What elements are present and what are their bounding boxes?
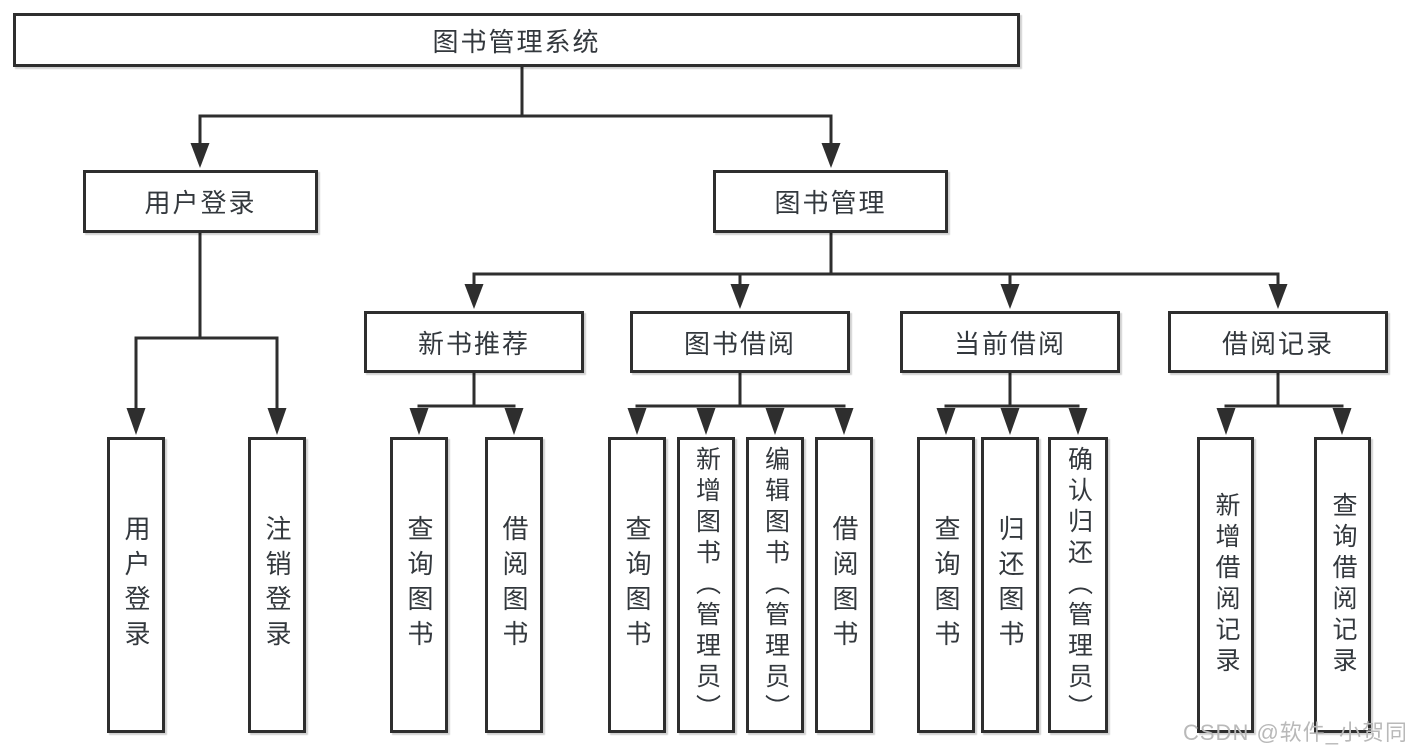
watermark: CSDN @软件_小贺同学	[1183, 720, 1405, 745]
leaf-query-borrow-record: 查询借阅记录	[1314, 437, 1371, 733]
node-book-borrow: 图书借阅	[630, 311, 850, 373]
leaf-query-books-current: 查询图书	[917, 437, 975, 733]
node-current-borrow: 当前借阅	[900, 311, 1120, 373]
leaf-return-books: 归还图书	[981, 437, 1039, 733]
leaf-borrow-books-recommend: 借阅图书	[485, 437, 543, 733]
leaf-query-books-recommend: 查询图书	[390, 437, 448, 733]
node-borrow-records: 借阅记录	[1168, 311, 1388, 373]
leaf-borrow-books: 借阅图书	[815, 437, 873, 733]
leaf-user-login: 用户登录	[107, 437, 165, 733]
leaf-logout: 注销登录	[248, 437, 306, 733]
node-new-book-recommend: 新书推荐	[364, 311, 584, 373]
leaf-edit-books-admin: 编辑图书（管理员）	[746, 437, 804, 733]
leaf-add-borrow-record: 新增借阅记录	[1197, 437, 1254, 733]
node-user-login: 用户登录	[83, 170, 318, 233]
leaf-confirm-return-admin: 确认归还（管理员）	[1048, 437, 1108, 733]
leaf-query-books-borrow: 查询图书	[608, 437, 666, 733]
node-book-management: 图书管理	[713, 170, 948, 233]
node-root: 图书管理系统	[13, 13, 1020, 67]
leaf-add-books-admin: 新增图书（管理员）	[677, 437, 735, 733]
